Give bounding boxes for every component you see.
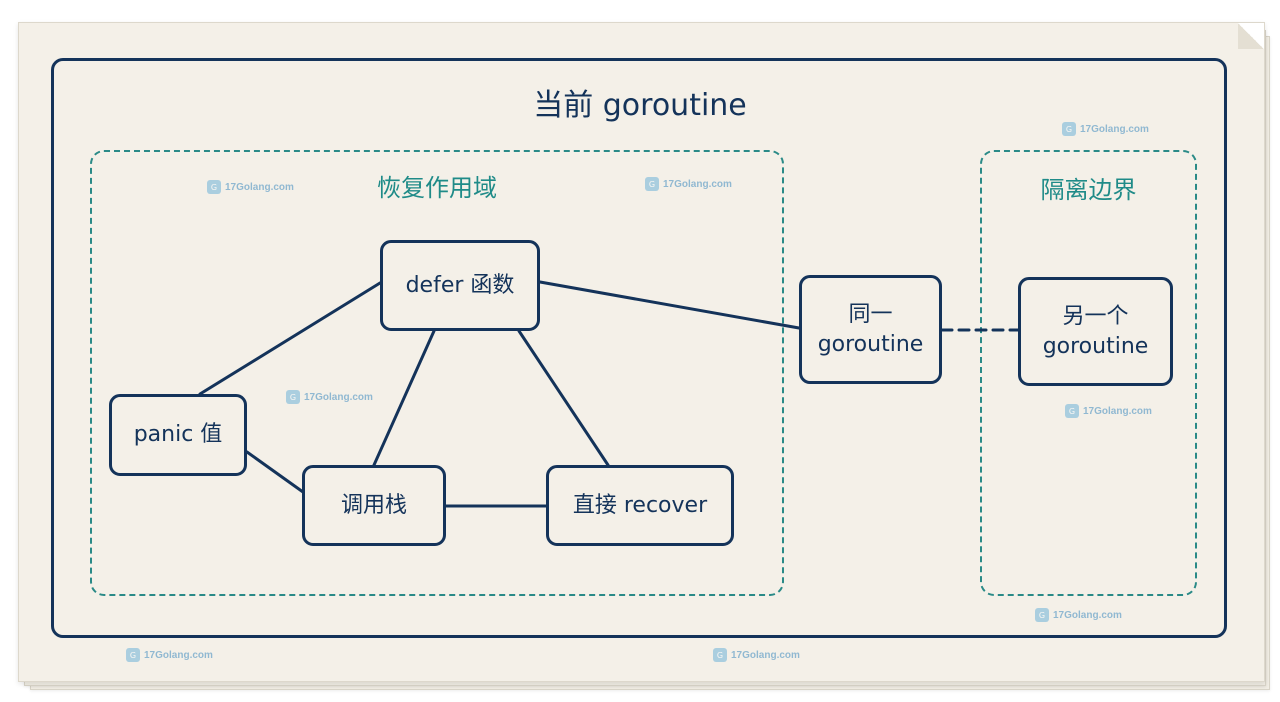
edge-panic-callstack xyxy=(245,450,305,494)
watermark-logo-icon: G xyxy=(645,177,659,191)
watermark-logo-icon: G xyxy=(126,648,140,662)
other-goroutine-node: 另一个 goroutine xyxy=(1018,277,1173,386)
direct-recover-label: 直接 recover xyxy=(572,492,708,518)
watermark-logo-icon: G xyxy=(1065,404,1079,418)
same-goroutine-node: 同一 goroutine xyxy=(799,275,942,384)
watermark: G 17Golang.com xyxy=(1065,404,1152,418)
watermark-logo-icon: G xyxy=(1062,122,1076,136)
edge-defer-panic xyxy=(198,281,382,396)
edge-defer-recover xyxy=(517,329,610,467)
watermark: G 17Golang.com xyxy=(207,180,294,194)
page-fold-corner xyxy=(1238,23,1264,49)
same-goroutine-label-line1: 同一 xyxy=(848,301,893,327)
other-goroutine-label-line2: goroutine xyxy=(1042,333,1149,359)
watermark: G 17Golang.com xyxy=(1062,122,1149,136)
panic-value-label: panic 值 xyxy=(133,422,223,448)
isolation-boundary-region xyxy=(980,150,1197,596)
defer-function-node: defer 函数 xyxy=(380,240,540,331)
current-goroutine-frame xyxy=(51,58,1227,638)
call-stack-label: 调用栈 xyxy=(340,492,407,518)
watermark-logo-icon: G xyxy=(713,648,727,662)
panic-value-node: panic 值 xyxy=(109,394,247,476)
diagram-title: 当前 goroutine xyxy=(533,88,747,123)
watermark: G 17Golang.com xyxy=(1035,608,1122,622)
watermark: G 17Golang.com xyxy=(645,177,732,191)
edge-defer-callstack xyxy=(372,329,436,467)
watermark-logo-icon: G xyxy=(1035,608,1049,622)
isolation-boundary-label: 隔离边界 xyxy=(1040,176,1137,204)
same-goroutine-label-line2: goroutine xyxy=(817,331,924,357)
defer-function-label: defer 函数 xyxy=(405,272,515,298)
recovery-scope-region xyxy=(90,150,784,596)
other-goroutine-label-line1: 另一个 xyxy=(1062,303,1129,329)
recovery-scope-label: 恢复作用域 xyxy=(377,174,497,202)
edge-defer-same-goroutine xyxy=(538,280,801,330)
watermark-logo-icon: G xyxy=(286,390,300,404)
direct-recover-node: 直接 recover xyxy=(546,465,734,546)
watermark: G 17Golang.com xyxy=(713,648,800,662)
watermark: G 17Golang.com xyxy=(126,648,213,662)
watermark: G 17Golang.com xyxy=(286,390,373,404)
call-stack-node: 调用栈 xyxy=(302,465,446,546)
watermark-logo-icon: G xyxy=(207,180,221,194)
